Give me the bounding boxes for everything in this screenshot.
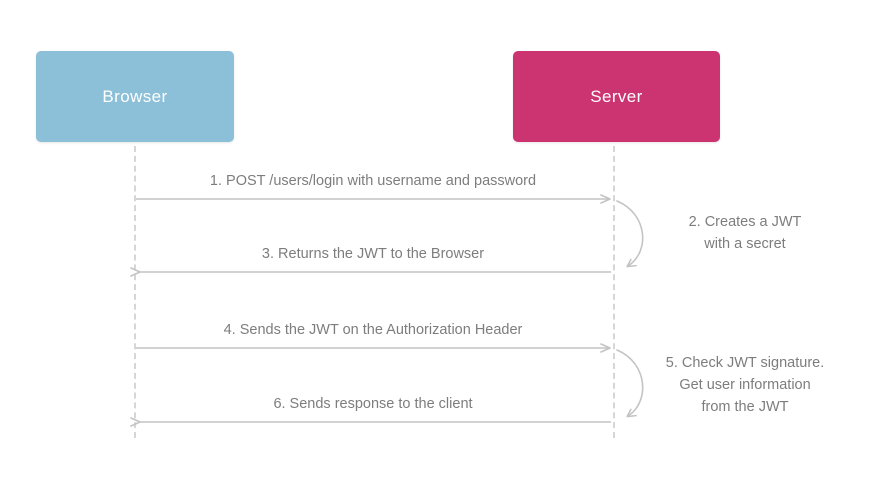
actor-label-server: Server xyxy=(590,86,643,106)
self-loop-arrow-5 xyxy=(616,349,644,418)
self-message-note-5: 5. Check JWT signature. Get user informa… xyxy=(652,352,838,418)
actor-box-server: Server xyxy=(513,51,720,142)
self-message-note-5-line-1: 5. Check JWT signature. xyxy=(665,355,825,371)
self-message-note-2-line-1: 2. Creates a JWT xyxy=(688,214,802,230)
message-label-1: 1. POST /users/login with username and p… xyxy=(209,173,537,189)
self-message-note-5-line-3: from the JWT xyxy=(701,399,789,415)
self-loop-arrow-2 xyxy=(616,200,644,268)
self-message-note-5-line-2: Get user information xyxy=(679,377,811,393)
message-label-4: 4. Sends the JWT on the Authorization He… xyxy=(223,322,523,338)
lifeline-server xyxy=(613,146,615,438)
self-message-note-2-line-2: with a secret xyxy=(704,236,786,252)
actor-box-browser: Browser xyxy=(36,51,234,142)
actor-label-browser: Browser xyxy=(102,86,168,106)
message-label-6: 6. Sends response to the client xyxy=(273,396,473,412)
lifeline-browser xyxy=(134,146,136,438)
message-label-3: 3. Returns the JWT to the Browser xyxy=(261,246,485,262)
self-message-note-2: 2. Creates a JWT with a secret xyxy=(660,211,830,255)
